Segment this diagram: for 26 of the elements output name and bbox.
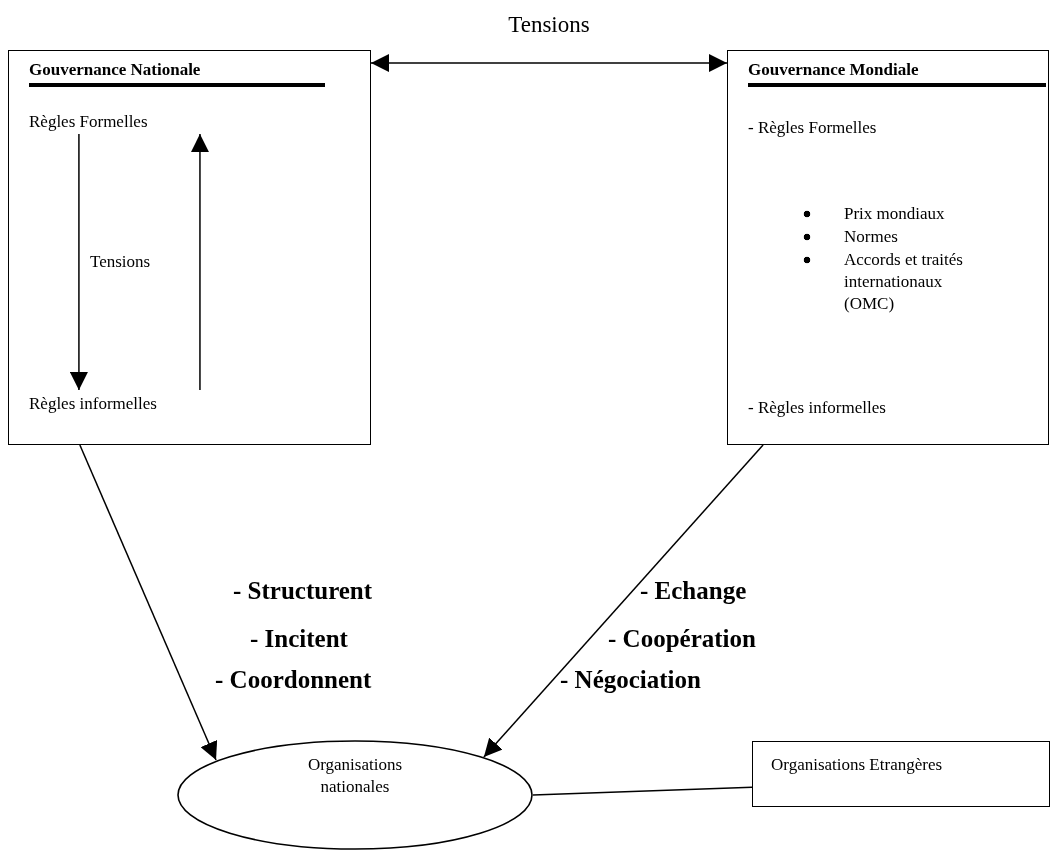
connector-line	[532, 786, 753, 796]
relation-label: - Incitent	[250, 625, 348, 653]
governance-box	[8, 50, 371, 445]
arrow	[483, 444, 764, 758]
text: - Règles Formelles	[748, 117, 878, 139]
text: Règles Formelles	[29, 111, 149, 133]
relation-label: - Structurent	[233, 577, 373, 605]
arrow	[190, 133, 209, 391]
text: Organisations Etrangères	[771, 754, 944, 776]
text: - Règles informelles	[748, 397, 887, 419]
organization-box	[752, 741, 1050, 807]
relation-label: - Coordonnent	[215, 666, 372, 694]
arrow	[79, 444, 218, 761]
heading: Gouvernance Mondiale	[748, 59, 1046, 87]
edge-label: Tensions	[507, 11, 591, 40]
arrow	[370, 54, 728, 73]
relation-label: - Coopération	[608, 625, 756, 653]
governance-box	[727, 50, 1049, 445]
relation-label: - Echange	[640, 577, 747, 605]
arrow	[69, 133, 88, 391]
text: Règles informelles	[29, 393, 158, 415]
heading: Gouvernance Nationale	[29, 59, 325, 87]
organization-ellipse	[177, 740, 533, 850]
text: Organisations nationales	[306, 754, 404, 798]
relation-label: - Négociation	[560, 666, 701, 694]
tension-label: Tensions	[90, 252, 151, 272]
